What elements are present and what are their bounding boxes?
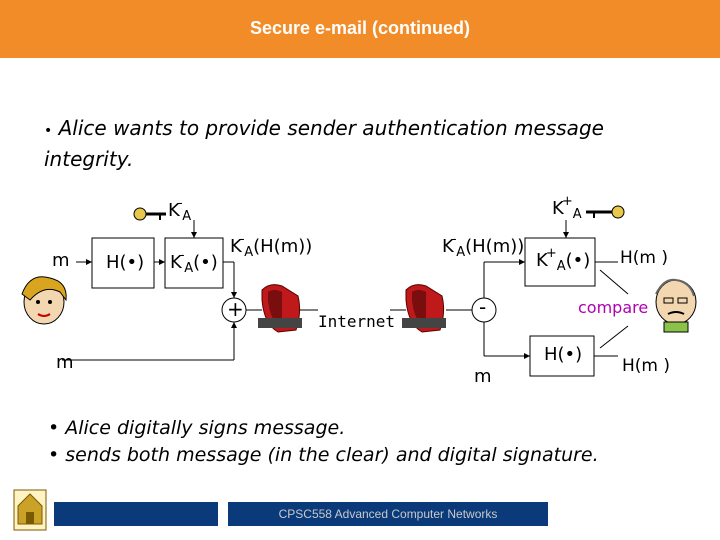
signed-digest-label-right: K-A(H(m)) [442, 232, 525, 260]
hash-result-bottom: H(m ) [622, 356, 671, 376]
slide-title: Secure e-mail (continued) [249, 18, 471, 38]
router-icon-left [258, 284, 302, 333]
concat-symbol: + [227, 297, 244, 321]
hash-label-right: H(•) [544, 344, 583, 365]
intro-text: Alice wants to provide sender authentica… [44, 116, 604, 171]
bullet-signs: • Alice digitally signs message. [48, 417, 346, 439]
university-logo [13, 489, 47, 531]
key-icon-right [586, 205, 625, 219]
internet-label: Internet [318, 312, 396, 331]
footer-course: CPSC558 Advanced Computer Networks [278, 507, 498, 521]
hash-box-left [91, 237, 155, 289]
signed-digest-label-left: K-A(H(m)) [230, 232, 313, 260]
alice-avatar [21, 276, 67, 325]
router-icon-right [402, 284, 446, 333]
key-icon-left [133, 207, 166, 221]
sign-box [164, 237, 224, 289]
bob-avatar [655, 278, 697, 333]
intro-bullet: • Alice wants to provide sender authenti… [44, 114, 604, 173]
verify-function-label: K+A(•) [536, 246, 591, 274]
footer-bar [228, 502, 548, 526]
title-bar [0, 0, 720, 58]
hash-box-right [529, 335, 595, 377]
sign-function-label: K-A(•) [170, 248, 218, 276]
message-label-left: m [52, 250, 70, 271]
hash-result-top: H(m ) [620, 248, 669, 268]
bullet-sends: • sends both message (in the clear) and … [48, 444, 599, 466]
public-key-label: K+A [552, 194, 582, 222]
compare-label: compare [578, 298, 649, 317]
message-label-bottom-right: m [474, 366, 492, 387]
hash-label-left: H(•) [106, 252, 145, 273]
message-label-bottom-left: m [56, 352, 74, 373]
footer-bar-left [54, 502, 218, 526]
split-symbol: - [479, 295, 487, 319]
private-key-label: K-A [168, 196, 192, 224]
bullet-dot: • [44, 123, 53, 139]
